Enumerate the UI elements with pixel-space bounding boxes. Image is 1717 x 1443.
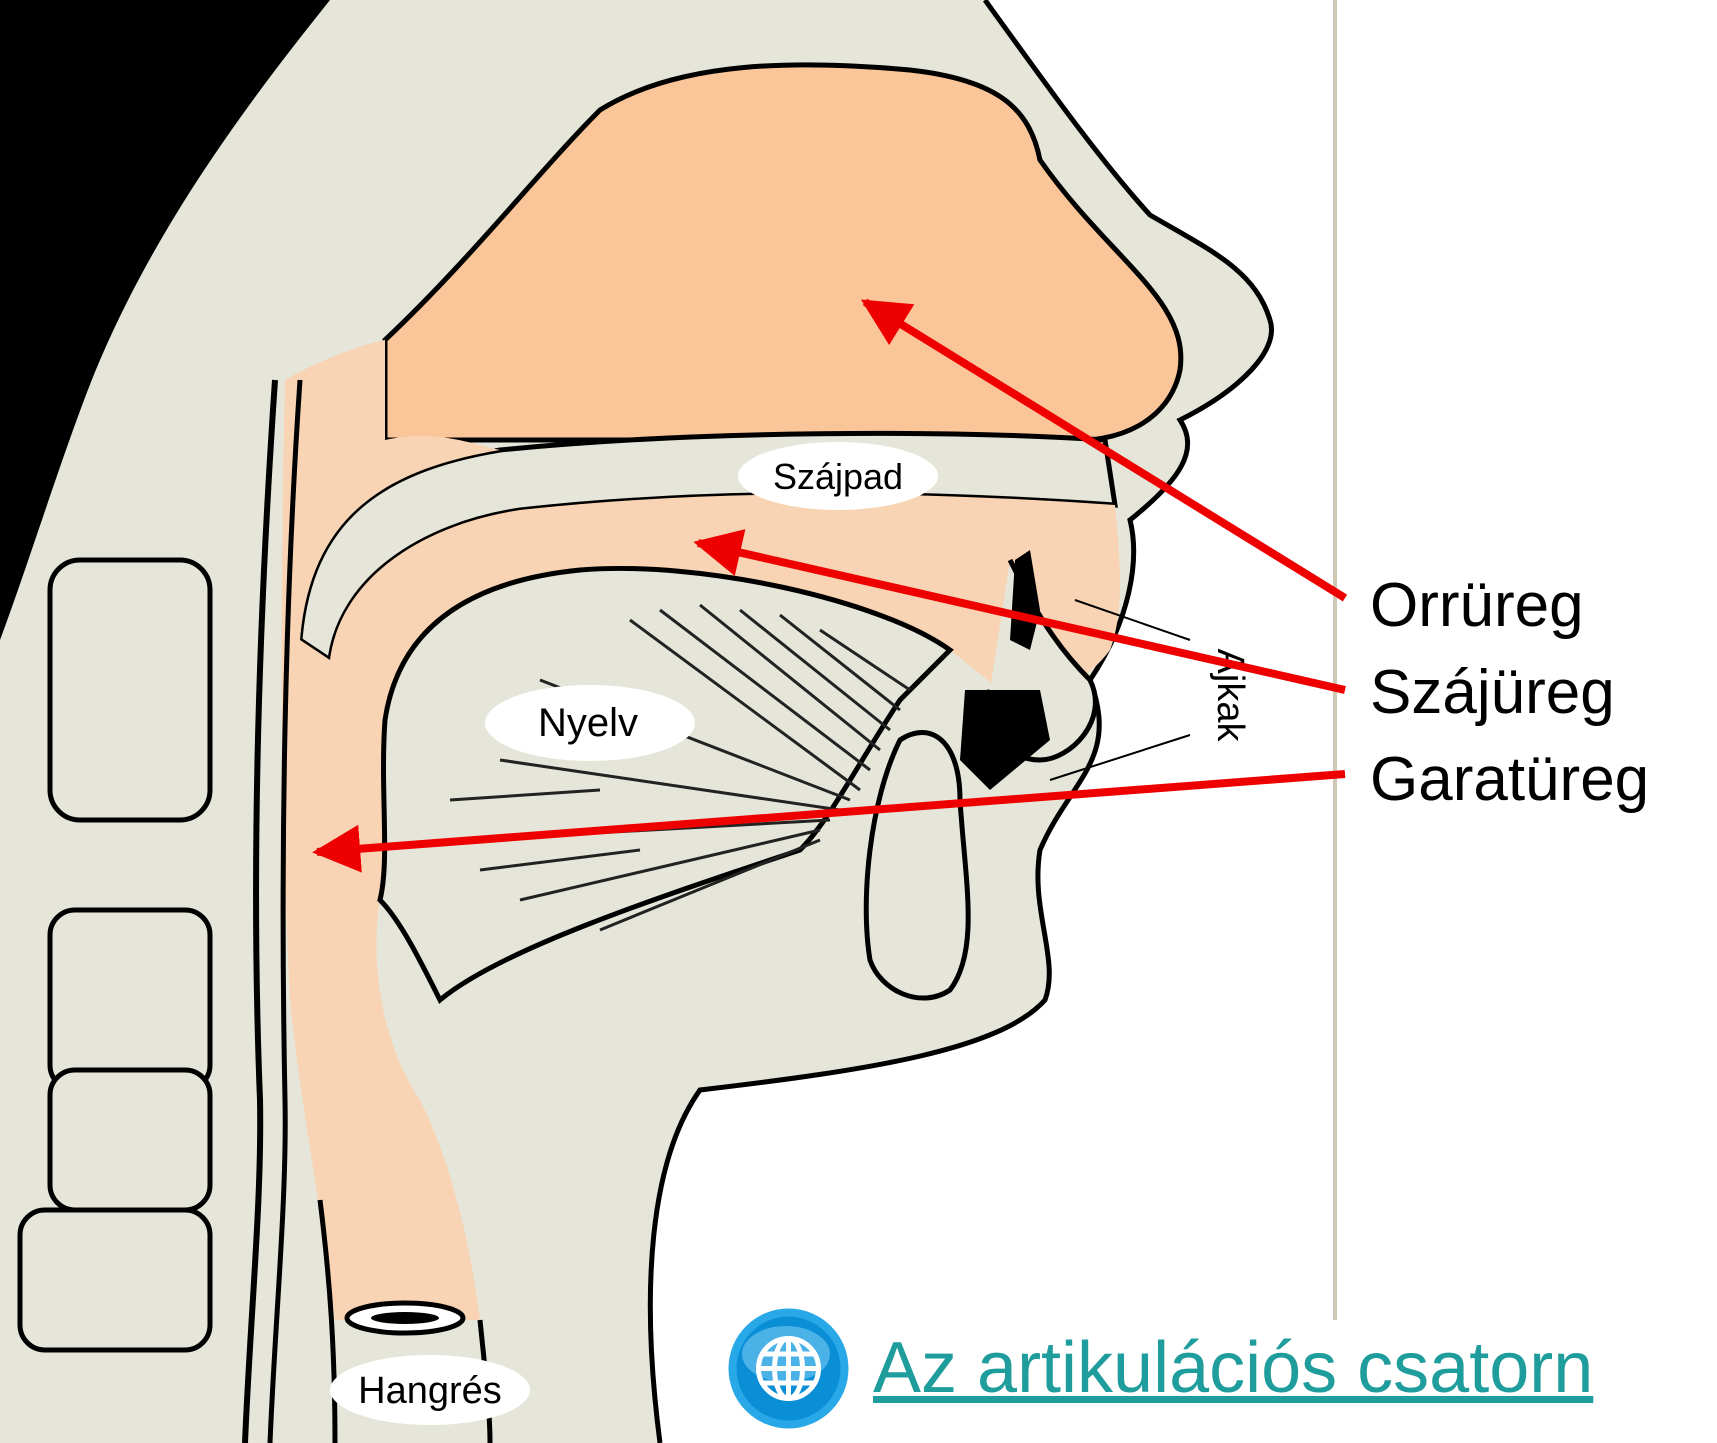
vocal-folds — [371, 1312, 439, 1324]
articulation-link-row[interactable]: Az artikulációs csatorn — [726, 1303, 1593, 1433]
articulation-channel-link[interactable]: Az artikulációs csatorn — [873, 1327, 1593, 1409]
palate-label: Szájpad — [773, 456, 903, 497]
glottis-label: Hangrés — [358, 1370, 502, 1412]
oral-cavity-label: Szájüreg — [1370, 662, 1615, 724]
pharyngeal-cavity-label: Garatüreg — [1370, 749, 1649, 811]
spine — [20, 560, 210, 1350]
globe-icon[interactable] — [726, 1306, 851, 1431]
tongue-label: Nyelv — [538, 701, 638, 745]
nasal-cavity-label: Orrüreg — [1370, 575, 1584, 637]
